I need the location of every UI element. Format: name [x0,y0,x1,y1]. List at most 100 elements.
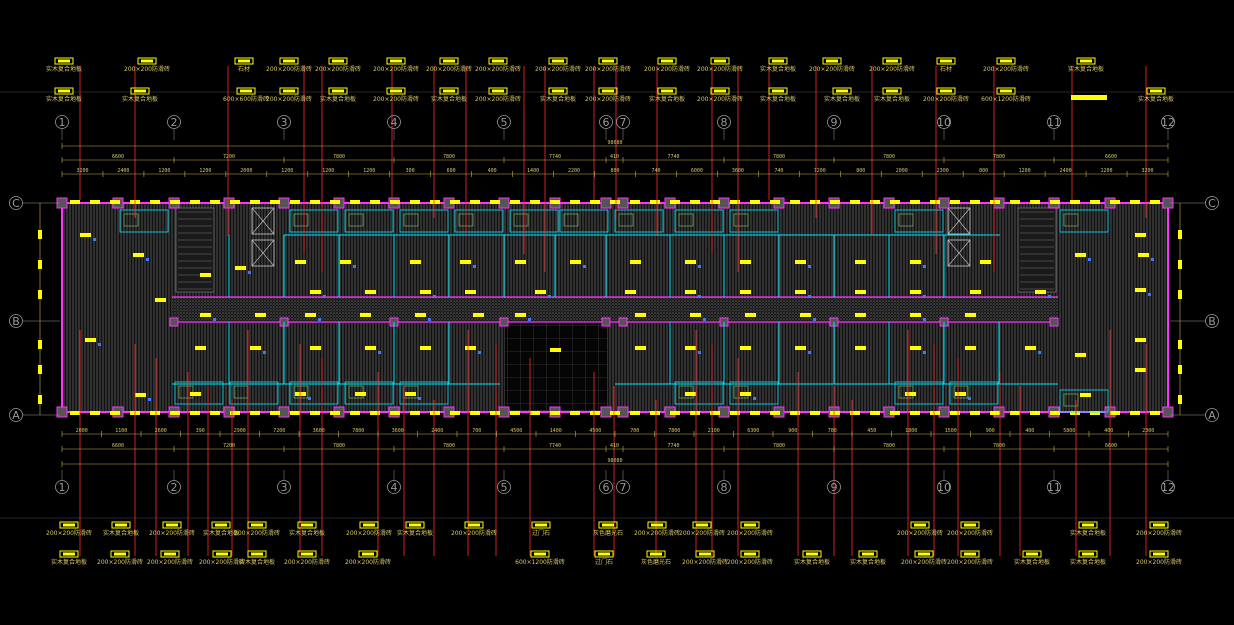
dim-row2-top-value: 3200 [1141,168,1153,174]
material-tag-fill [602,523,614,527]
dim-row2-bottom-value: 6600 [112,443,124,449]
door-tag [85,338,96,342]
side-dim-tag [38,230,42,239]
material-tag-box [54,87,74,95]
material-label-top: 200×200防滑砖 [315,65,361,73]
material-tag-box [695,550,715,558]
window-mark [770,200,780,204]
door-tag [1135,338,1146,342]
material-label-bottom: 200×200防滑砖 [682,558,728,566]
dim-row1-bottom-value: 3600 [313,428,325,434]
grid-axis-label: 8 [721,481,728,494]
material-label-bottom: 实木复合地板 [289,529,325,537]
grid-axis-label: C [1208,197,1216,210]
dim-row1-top-value: 7800 [883,154,895,160]
grid-axis-bubble [1205,196,1219,210]
grid-axis-bubble [387,480,401,494]
dim-row1-bottom-value: 900 [986,428,995,434]
grid-axis-label: 11 [1047,481,1061,494]
material-tag-fill [283,59,295,63]
room-marker [473,265,476,268]
window-mark [490,200,500,204]
window-mark [550,411,560,415]
material-tag-box [111,521,131,529]
material-tag-box [996,87,1016,95]
window-mark [1150,411,1160,415]
dim-row1-bottom-value: 4500 [589,428,601,434]
material-tag-box [598,521,618,529]
grid-axis-bubble [497,480,511,494]
structural-column [718,406,730,418]
material-tag-fill [468,523,480,527]
dim-row2-top-value: 1200 [1101,168,1113,174]
door-tag [685,290,696,294]
dim-row2-top-value: 2400 [117,168,129,174]
material-tag-fill [886,59,898,63]
grid-axis-label: 12 [1161,116,1175,129]
door-tag [745,313,756,317]
material-tag-fill [1000,89,1012,93]
room-marker [1148,293,1151,296]
door-tag [635,346,646,350]
dim-row1-bottom-value: 700 [472,428,481,434]
material-tag-box [54,57,74,65]
material-tag-fill [251,523,263,527]
material-label-top: 200×200防滑砖 [475,95,521,103]
fixture [403,213,419,227]
elevator-cross [947,239,971,267]
material-tag-fill [115,523,127,527]
grid-axis-label: 2 [171,481,178,494]
material-label-top: 200×200防滑砖 [535,65,581,73]
room-marker [968,397,971,400]
window-mark [190,200,200,204]
bathroom-pod [674,209,724,233]
material-tag-box [488,57,508,65]
material-label-bottom: 200×200防滑砖 [346,529,392,537]
material-tag-box [692,521,712,529]
room-marker [698,265,701,268]
window-mark [230,200,240,204]
room-marker [808,351,811,354]
material-tag-fill [141,59,153,63]
material-tag-box [882,87,902,95]
window-mark [1110,411,1120,415]
material-tag-fill [806,552,818,556]
door-tag [955,392,966,396]
material-tag-box [548,57,568,65]
structural-column [938,197,950,209]
material-label-bottom: 200×200防滑砖 [345,558,391,566]
dim-row1-bottom-value: 700 [630,428,639,434]
material-label-top: 200×200防滑砖 [124,65,170,73]
room-marker [428,318,431,321]
material-tag-fill [744,523,756,527]
dim-row1-bottom-value: 5800 [1063,428,1075,434]
material-tag-fill [602,89,614,93]
window-mark [1030,200,1040,204]
dim-row2-top-value: 740 [774,168,783,174]
grid-axis-bubble [9,314,23,328]
window-mark [810,411,820,415]
window-mark [150,200,160,204]
structural-column [600,197,612,209]
material-tag-fill [301,552,313,556]
window-mark [210,411,220,415]
room-marker [703,318,706,321]
material-label-bottom: 实木复合地板 [103,529,139,537]
window-mark [570,411,580,415]
dim-row1-bottom-value: 450 [867,428,876,434]
grid-axis-bubble [387,115,401,129]
grid-axis-bubble [717,115,731,129]
grid-axis-label: 5 [501,481,508,494]
grid-axis-label: 9 [831,481,838,494]
material-tag-fill [1082,552,1094,556]
material-tag-fill [914,523,926,527]
dim-row2-bottom-value: 6600 [1105,443,1117,449]
fixture [293,213,309,227]
door-tag [970,290,981,294]
room-marker [378,351,381,354]
window-mark [170,411,180,415]
window-mark [730,411,740,415]
dim-row1-top-value: 7800 [333,154,345,160]
